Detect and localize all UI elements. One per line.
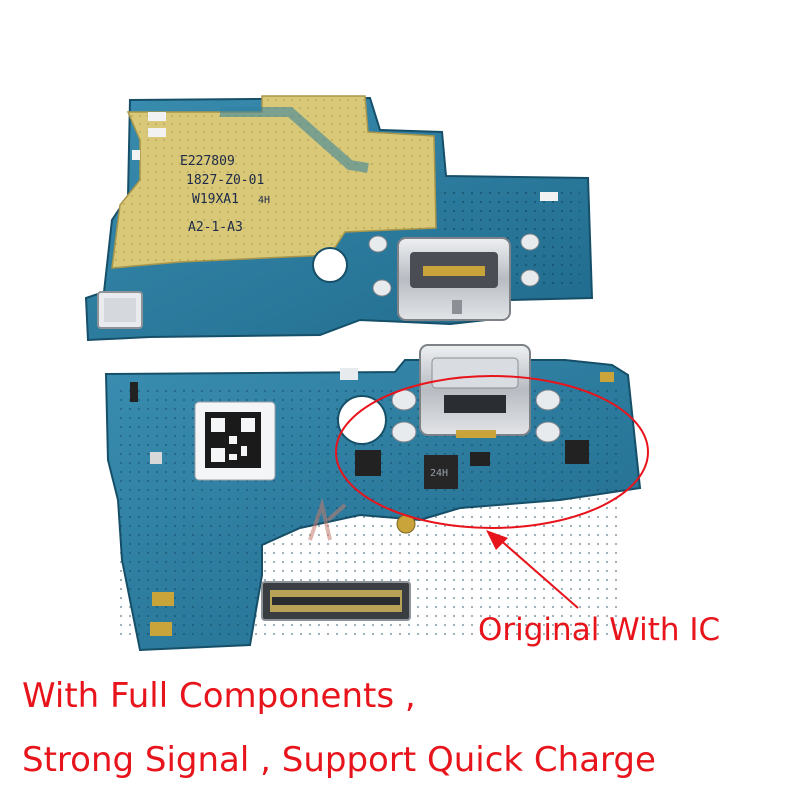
silk-line-1: E227809 — [180, 154, 235, 169]
caption-line-2: Strong Signal , Support Quick Charge — [22, 740, 656, 780]
callout-label: Original With IC — [478, 612, 721, 648]
top-pcb-board: E227809 1827-Z0-01 W19XA1 4H A2-1-A3 — [84, 95, 594, 342]
qr-code-label — [194, 401, 276, 481]
caption-line-1: With Full Components , — [22, 676, 416, 716]
bottom-pcb-board: 24H — [104, 344, 642, 652]
arrow-head-icon — [486, 530, 508, 550]
microphone-component — [97, 291, 143, 329]
silk-line-4: 4H — [258, 195, 270, 206]
ic-highlight-annotation — [335, 375, 649, 609]
ic-chip-left — [355, 450, 381, 476]
ic-chip-main: 24H — [424, 455, 458, 489]
silk-line-2: 1827-Z0-01 — [186, 173, 264, 188]
usb-port-bottom — [391, 344, 561, 443]
silkscreen-text: E227809 1827-Z0-01 W19XA1 4H A2-1-A3 — [180, 154, 270, 235]
silk-line-3: W19XA1 — [192, 192, 239, 207]
usb-port-top — [397, 237, 511, 321]
silk-line-5: A2-1-A3 — [188, 220, 243, 235]
chip-marking: 24H — [430, 468, 448, 479]
mounting-hole — [312, 247, 348, 283]
callout-arrow-line — [497, 537, 579, 609]
board-to-board-connector — [261, 581, 411, 621]
